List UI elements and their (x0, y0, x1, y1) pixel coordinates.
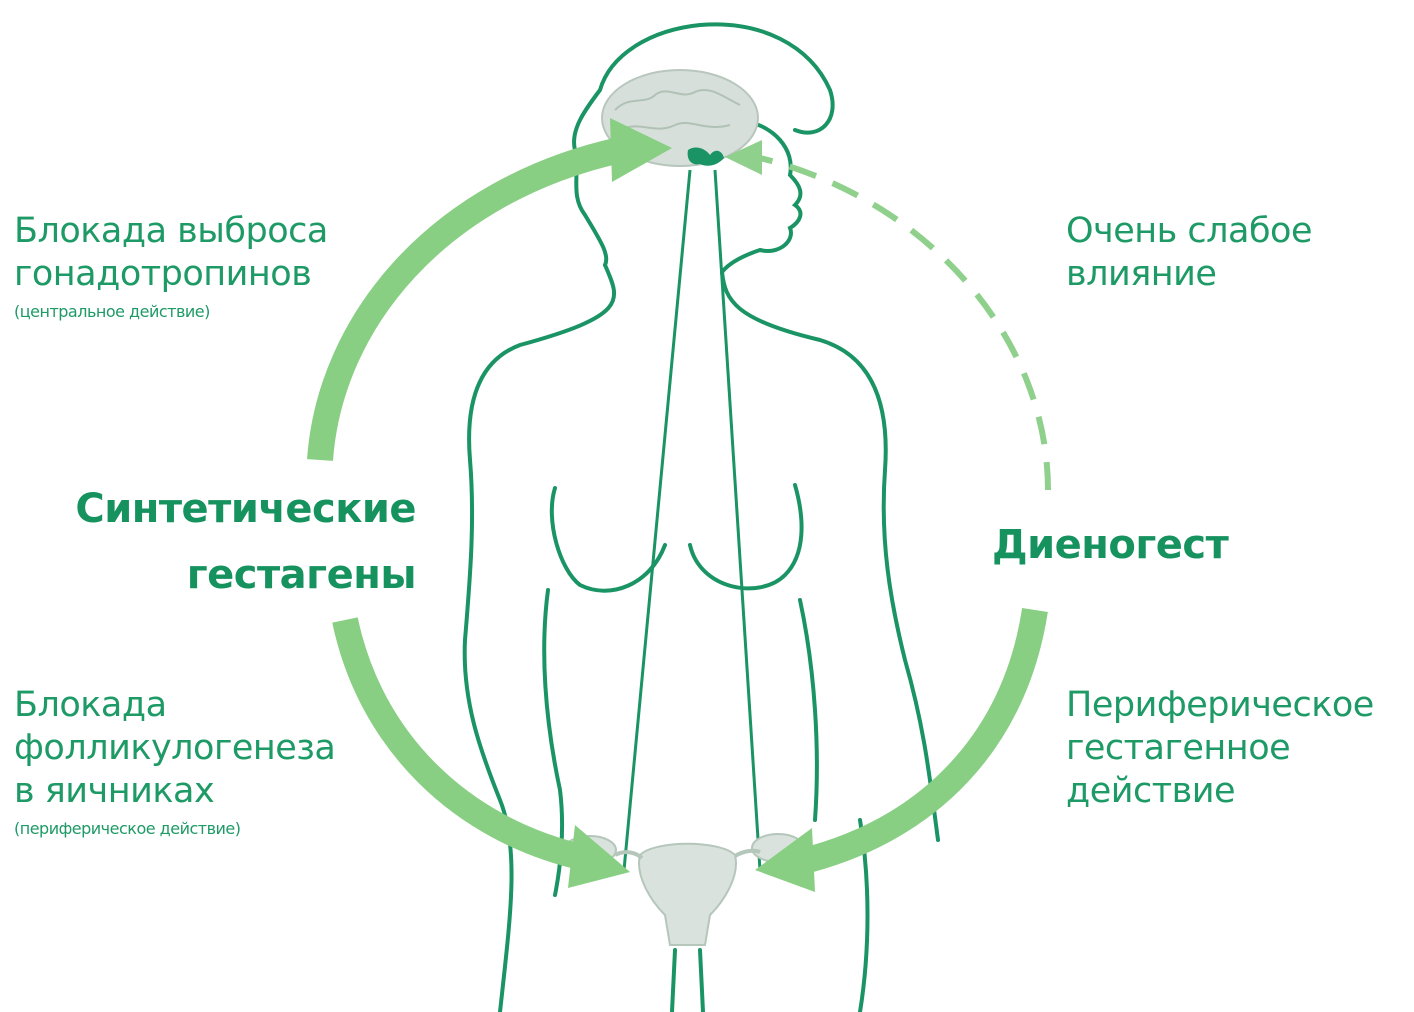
body-left-outline (465, 265, 614, 1012)
vagina-outline (672, 950, 703, 1012)
arm-right-inner (800, 600, 817, 820)
arrow-right-dashed-arc (760, 158, 1048, 490)
breast-left (552, 488, 665, 591)
label-bottom-right-line2: гестагенное (1066, 727, 1374, 770)
label-top-left-note: (центральное действие) (14, 300, 328, 324)
label-top-left-line2: гонадотропинов (14, 253, 328, 296)
label-bottom-right-line1: Периферическое (1066, 684, 1374, 727)
label-top-right-line2: влияние (1066, 253, 1312, 296)
label-center-left-line2: гестагены (75, 542, 416, 608)
label-center-right-line1: Диеногест (992, 512, 1228, 578)
axis-line-left (624, 170, 690, 870)
label-center-right: Диеногест (992, 512, 1228, 578)
arrow-left-lower-head (568, 825, 630, 888)
label-bottom-left-note: (периферическое действие) (14, 817, 335, 841)
label-bottom-left-line1: Блокада (14, 684, 335, 727)
label-center-left-line1: Синтетические (75, 476, 416, 542)
uterus (639, 844, 736, 945)
arrow-right-lower-arc (800, 610, 1035, 862)
label-top-right-line1: Очень слабое (1066, 210, 1312, 253)
label-center-left: Синтетические гестагены (75, 476, 416, 608)
label-top-right: Очень слабое влияние (1066, 210, 1312, 296)
label-bottom-left-line3: в яичниках (14, 770, 335, 813)
axis-line-right (715, 170, 760, 870)
label-top-left: Блокада выброса гонадотропинов (централь… (14, 210, 328, 324)
body-right-outline (722, 272, 938, 840)
breast-right (690, 485, 802, 588)
label-bottom-left-line2: фолликулогенеза (14, 727, 335, 770)
label-top-left-line1: Блокада выброса (14, 210, 328, 253)
label-bottom-right-line3: действие (1066, 770, 1374, 813)
label-bottom-right: Периферическое гестагенное действие (1066, 684, 1374, 813)
label-bottom-left: Блокада фолликулогенеза в яичниках (пери… (14, 684, 335, 841)
